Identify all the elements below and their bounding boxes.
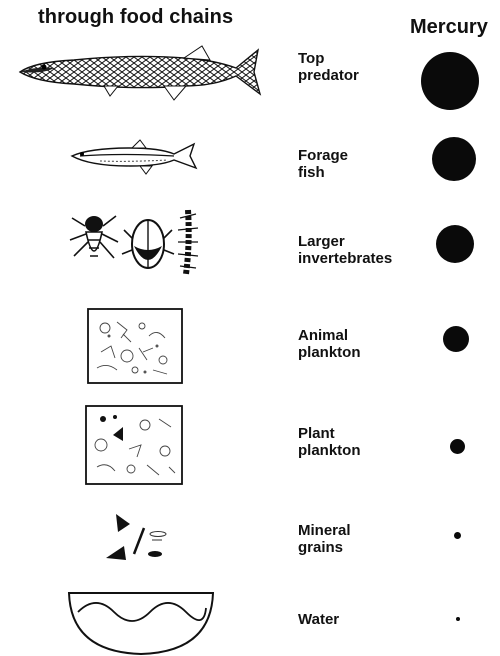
minnow-icon: [70, 136, 200, 176]
pike-icon: [14, 36, 264, 106]
mercury-dot-top-predator: [421, 52, 479, 110]
mercury-dot-forage-fish: [432, 137, 476, 181]
mineral-grains-icon: [100, 510, 180, 566]
mercury-dot-animal-plankton: [443, 326, 469, 352]
water-bowl-icon: [66, 590, 216, 656]
level-label-water: Water: [298, 611, 416, 628]
mercury-column-header: Mercury: [410, 16, 488, 39]
mercury-dot-water: [456, 617, 460, 621]
diagram-title: through food chains: [38, 6, 233, 29]
mercury-dot-larger-invertebrates: [436, 225, 474, 263]
animal-plankton-icon: [87, 308, 183, 384]
invertebrates-icon: [68, 204, 208, 280]
plant-plankton-icon: [85, 405, 183, 485]
mercury-dot-mineral-grains: [454, 532, 461, 539]
mercury-dot-plant-plankton: [450, 439, 465, 454]
